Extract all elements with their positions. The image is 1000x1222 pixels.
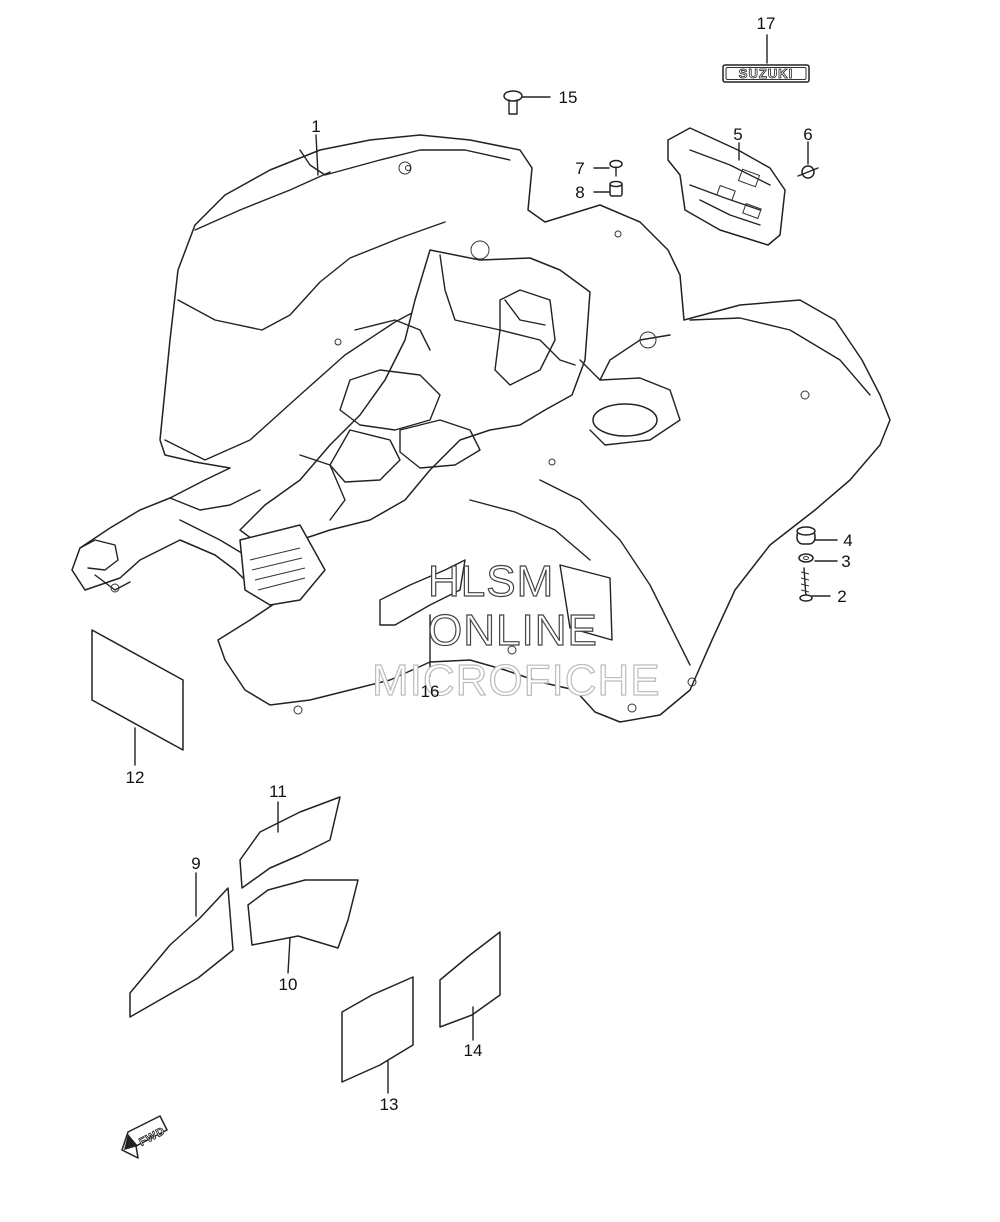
callout-4: 4	[843, 531, 852, 550]
callout-1: 1	[311, 117, 320, 136]
callout-12: 12	[126, 768, 145, 787]
callout-10: 10	[279, 975, 298, 994]
callout-11: 11	[269, 782, 287, 801]
grommet-part	[796, 526, 816, 545]
plate-part-12	[91, 629, 184, 751]
watermark-line-3: MICROFICHE	[372, 656, 661, 705]
callout-8: 8	[575, 183, 584, 202]
callout-6: 6	[803, 125, 812, 144]
clip-part	[797, 165, 819, 179]
callout-16: 16	[421, 682, 440, 701]
callout-5: 5	[733, 125, 742, 144]
callout-15: 15	[559, 88, 578, 107]
callout-2: 2	[837, 587, 846, 606]
rear-fender-body	[71, 134, 891, 723]
washer-part	[798, 553, 814, 563]
collar-part	[609, 180, 623, 197]
watermark: HLSM ONLINE MICROFICHE	[371, 556, 661, 705]
sticker-part-10	[247, 879, 359, 949]
callout-13: 13	[380, 1095, 399, 1114]
rear-bracket-part	[667, 127, 786, 246]
callout-3: 3	[841, 552, 850, 571]
callout-17: 17	[757, 14, 776, 33]
watermark-line-1: HLSM	[428, 557, 554, 606]
sticker-part-11	[239, 796, 341, 889]
callout-7: 7	[575, 159, 584, 178]
screw-part	[609, 159, 623, 177]
emblem-text: SUZUKI	[739, 66, 793, 81]
callout-numbers: 17 15 1 5 6 7 8 4 3 2 16 12 11 9 10 14 1…	[126, 14, 853, 1114]
leader-lines	[134, 34, 838, 1094]
sticker-part-9	[129, 887, 234, 1018]
callout-14: 14	[464, 1041, 483, 1060]
fwd-direction-icon: FWD	[121, 1115, 168, 1159]
bolt-part	[799, 567, 813, 602]
sticker-part-14	[439, 931, 501, 1028]
sticker-part-13	[341, 976, 414, 1083]
watermark-line-2: ONLINE	[428, 606, 598, 655]
fastener-part	[503, 90, 523, 115]
callout-9: 9	[191, 854, 200, 873]
suzuki-emblem: SUZUKI	[722, 64, 810, 83]
